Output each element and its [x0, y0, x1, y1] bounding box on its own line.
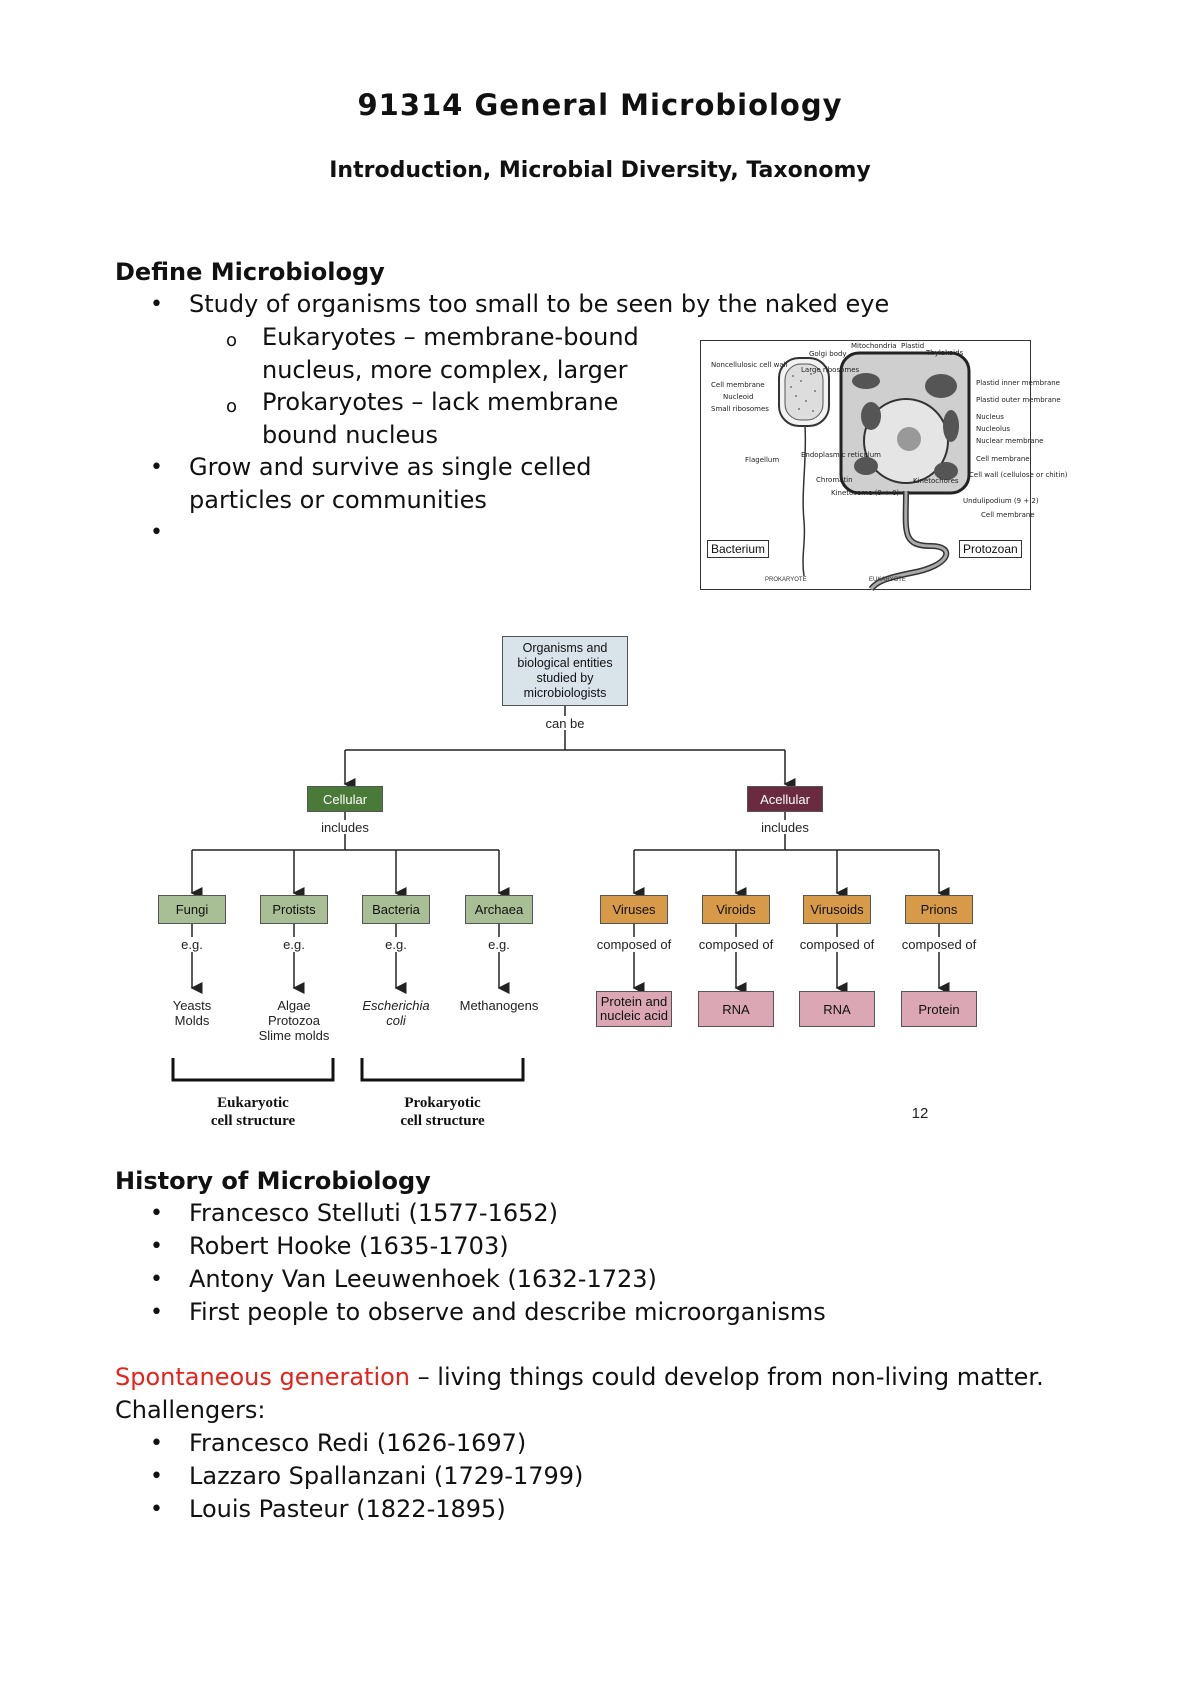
- define-bullet-2-line-1: Grow and survive as single celled: [189, 453, 592, 481]
- section-heading-history: History of Microbiology: [115, 1167, 431, 1195]
- sub-marker: o: [226, 396, 238, 417]
- eukaryotes-line-2: nucleus, more complex, larger: [262, 356, 628, 384]
- prions-component: Protein: [901, 991, 977, 1027]
- fungi-examples: Yeasts Molds: [172, 998, 212, 1028]
- section-heading-define: Define Microbiology: [115, 258, 385, 286]
- document-title: 91314 General Microbiology: [357, 88, 843, 122]
- challenger-item: Lazzaro Spallanzani (1729-1799): [189, 1462, 584, 1490]
- cell-comparison-figure: Noncellulosic cell wall Cell membrane Nu…: [700, 340, 1068, 591]
- tree-connectors: [171, 706, 950, 1082]
- label-cell-membrane-right: Cell membrane: [976, 455, 1030, 463]
- label-kinetochores: Kinetochores: [913, 477, 959, 485]
- bullet-marker: •: [150, 1464, 163, 1489]
- label-cell-membrane-left: Cell membrane: [711, 381, 765, 389]
- sub-marker: o: [226, 330, 238, 351]
- prokaryotes-line-2: bound nucleus: [262, 421, 438, 449]
- archaea-node: Archaea: [465, 895, 533, 924]
- label-plastid-inner: Plastid inner membrane: [976, 379, 1060, 387]
- composed-of-label: composed of: [799, 937, 875, 952]
- acellular-node: Acellular: [747, 786, 823, 812]
- composed-of-label: composed of: [596, 937, 672, 952]
- label-golgi: Golgi body: [809, 350, 847, 358]
- eg-label: e.g.: [385, 937, 407, 952]
- history-item: Francesco Stelluti (1577-1652): [189, 1199, 559, 1227]
- viruses-node: Viruses: [600, 895, 668, 924]
- bullet-marker: •: [150, 1300, 163, 1325]
- bacterium-label: Bacterium: [707, 540, 770, 558]
- challengers-label: Challengers:: [115, 1396, 266, 1424]
- document-subtitle: Introduction, Microbial Diversity, Taxon…: [329, 158, 871, 183]
- label-chromatin: Chromatin: [816, 476, 853, 484]
- cell-illustration: [778, 351, 971, 591]
- bullet-marker: •: [150, 455, 163, 480]
- fungi-node: Fungi: [158, 895, 226, 924]
- prokaryote-caption: PROKARYOTE: [765, 577, 807, 583]
- composed-of-label: composed of: [901, 937, 977, 952]
- bacteria-node: Bacteria: [362, 895, 430, 924]
- history-item: Antony Van Leeuwenhoek (1632-1723): [189, 1265, 657, 1293]
- label-noncellulosic: Noncellulosic cell wall: [711, 361, 788, 369]
- bullet-marker: •: [150, 1234, 163, 1259]
- classification-tree: Organisms and biological entities studie…: [155, 636, 1035, 1136]
- includes-label: includes: [321, 820, 369, 835]
- label-mitochondria: Mitochondria: [851, 342, 897, 350]
- label-nucleus: Nucleus: [976, 413, 1004, 421]
- label-endoplasmic: Endoplasmic reticulum: [801, 451, 881, 459]
- label-large-ribosomes: Large ribosomes: [801, 366, 860, 374]
- label-nucleolus: Nucleolus: [976, 425, 1011, 433]
- protists-examples: Algae Protozoa Slime molds: [258, 998, 330, 1043]
- eukaryotic-bracket-label: Eukaryotic cell structure: [210, 1095, 296, 1129]
- bacteria-examples: Escherichia coli: [362, 998, 430, 1028]
- spontaneous-generation-text: – living things could develop from non-l…: [410, 1363, 1044, 1391]
- eukaryotes-line-1: Eukaryotes – membrane-bound: [262, 323, 639, 351]
- eg-label: e.g.: [283, 937, 305, 952]
- prions-node: Prions: [905, 895, 973, 924]
- spontaneous-generation-definition: Spontaneous generation – living things c…: [115, 1363, 1044, 1391]
- figure-page-number: 12: [911, 1105, 929, 1122]
- bullet-marker: •: [150, 1267, 163, 1292]
- define-bullet-2-line-2: particles or communities: [189, 486, 487, 514]
- spontaneous-generation-term: Spontaneous generation: [115, 1363, 411, 1391]
- label-plastid: Plastid: [901, 342, 925, 350]
- label-undulipodium: Undulipodium (9 + 2): [963, 497, 1039, 505]
- label-small-ribosomes: Small ribosomes: [711, 405, 769, 413]
- label-cell-membrane-bottom: Cell membrane: [981, 511, 1035, 519]
- define-bullet-1: Study of organisms too small to be seen …: [189, 290, 890, 318]
- bullet-marker: •: [150, 1497, 163, 1522]
- archaea-examples: Methanogens: [459, 998, 539, 1013]
- empty-bullet: •: [150, 520, 163, 545]
- label-nucleoid: Nucleoid: [723, 393, 754, 401]
- history-item: First people to observe and describe mic…: [189, 1298, 826, 1326]
- label-flagellum: Flagellum: [745, 456, 780, 464]
- includes-label: includes: [761, 820, 809, 835]
- viroids-node: Viroids: [702, 895, 770, 924]
- cellular-node: Cellular: [307, 786, 383, 812]
- challenger-item: Louis Pasteur (1822-1895): [189, 1495, 506, 1523]
- can-be-label: can be: [545, 716, 585, 731]
- label-kinetosome: Kinetosome (9 + 0): [831, 489, 900, 497]
- label-nuclear-membrane: Nuclear membrane: [976, 437, 1044, 445]
- bullet-marker: •: [150, 1201, 163, 1226]
- viroids-component: RNA: [698, 991, 774, 1027]
- root-node: Organisms and biological entities studie…: [502, 636, 628, 706]
- eg-label: e.g.: [181, 937, 203, 952]
- prokaryotes-line-1: Prokaryotes – lack membrane: [262, 388, 619, 416]
- eg-label: e.g.: [488, 937, 510, 952]
- virusoids-component: RNA: [799, 991, 875, 1027]
- bullet-marker: •: [150, 1431, 163, 1456]
- bullet-marker: •: [150, 292, 163, 317]
- label-thylakoids: Thylakoids: [926, 349, 964, 357]
- protists-node: Protists: [260, 895, 328, 924]
- virusoids-node: Virusoids: [803, 895, 871, 924]
- protozoan-label: Protozoan: [959, 540, 1022, 558]
- label-cell-wall: Cell wall (cellulose or chitin): [969, 471, 1068, 479]
- composed-of-label: composed of: [698, 937, 774, 952]
- history-item: Robert Hooke (1635-1703): [189, 1232, 509, 1260]
- label-plastid-outer: Plastid outer membrane: [976, 396, 1061, 404]
- eukaryote-caption: EUKARYOTE: [869, 577, 906, 583]
- prokaryotic-bracket-label: Prokaryotic cell structure: [400, 1095, 485, 1129]
- challenger-item: Francesco Redi (1626-1697): [189, 1429, 527, 1457]
- viruses-component: Protein and nucleic acid: [596, 991, 672, 1027]
